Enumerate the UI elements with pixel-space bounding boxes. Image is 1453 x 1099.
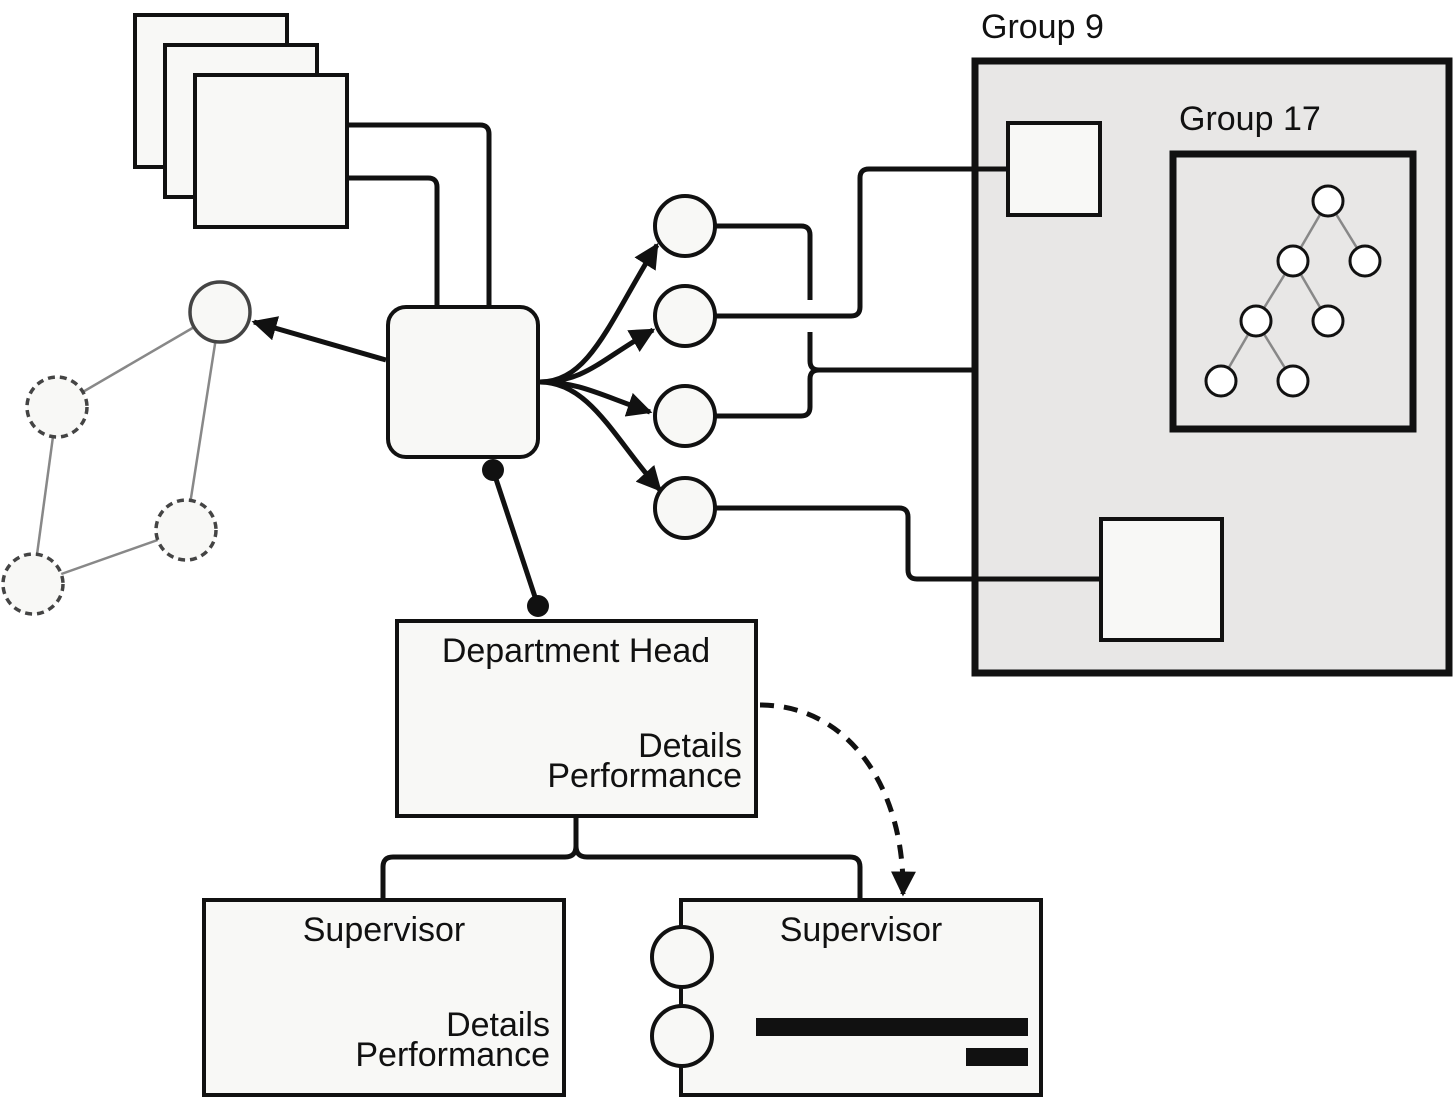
tree-node[interactable] — [1311, 184, 1345, 218]
supervisor-left-title: Supervisor — [303, 911, 466, 949]
tree-node[interactable] — [1239, 304, 1273, 338]
dashed-node[interactable] — [1, 552, 65, 616]
arrow-hub-to-ring — [251, 316, 387, 363]
supervisor-left-card[interactable]: Supervisor Details Performance — [202, 898, 566, 1097]
department-head-card[interactable]: Department Head Details Performance — [395, 619, 758, 818]
supervisor-left-performance: Performance — [355, 1036, 550, 1074]
tree-node[interactable] — [1204, 364, 1238, 398]
supervisor-port-top[interactable] — [650, 925, 714, 989]
fan-node-3[interactable] — [653, 384, 717, 448]
connector-hub-to-head — [490, 469, 541, 607]
supervisor-left-details: Details — [446, 1006, 550, 1044]
wire-node-3-group — [715, 367, 820, 419]
fan-node-4[interactable] — [653, 476, 717, 540]
placeholder-bar-short — [966, 1048, 1028, 1066]
ring-edge — [184, 311, 222, 531]
wire-stack-hub-inner — [347, 175, 440, 308]
department-head-details: Details — [638, 727, 742, 765]
arrow-hub-to-node-4 — [539, 379, 662, 492]
dashed-node[interactable] — [25, 375, 89, 439]
fan-node-1[interactable] — [653, 194, 717, 258]
dashed-arrow-head-to-supervisor — [759, 702, 916, 897]
wire-bus-group-9 — [807, 332, 975, 373]
group-9-label: Group 9 — [981, 8, 1104, 46]
group-9-bottom-node[interactable] — [1099, 517, 1224, 642]
ring-anchor-node[interactable] — [188, 280, 252, 344]
supervisor-port-bottom[interactable] — [650, 1004, 714, 1068]
hub-node[interactable] — [386, 305, 540, 459]
department-head-frame — [395, 619, 758, 818]
connector-end-dot — [527, 595, 549, 617]
document-stack[interactable] — [133, 13, 349, 229]
department-head-performance: Performance — [547, 757, 742, 795]
org-link-right — [573, 845, 863, 900]
supervisor-right-card[interactable]: Supervisor — [650, 898, 1043, 1097]
org-link-left — [380, 818, 579, 900]
peer-ring — [1, 280, 252, 616]
placeholder-bar-long — [756, 1018, 1028, 1036]
arrow-hub-to-node-2 — [539, 327, 656, 385]
department-head-title: Department Head — [442, 632, 710, 670]
dashed-node[interactable] — [154, 498, 218, 562]
connector-end-dot — [482, 459, 504, 481]
group-17-label: Group 17 — [1179, 100, 1321, 138]
group-17[interactable]: Group 17 — [1169, 100, 1417, 433]
supervisor-right-title: Supervisor — [780, 911, 943, 949]
wire-node-2-top-square — [715, 166, 1008, 319]
tree-node[interactable] — [1276, 364, 1310, 398]
tree-node[interactable] — [1348, 244, 1382, 278]
stack-page-front[interactable] — [193, 73, 349, 229]
wire-stack-hub-outer — [347, 122, 492, 308]
group-9-top-node[interactable] — [1006, 121, 1102, 217]
supervisor-left-frame — [202, 898, 566, 1097]
fan-node-2[interactable] — [653, 284, 717, 348]
tree-node[interactable] — [1311, 304, 1345, 338]
tree-node[interactable] — [1276, 244, 1310, 278]
wire-node-1-group — [715, 223, 813, 300]
wire-node-4-bottom-square — [715, 505, 1101, 582]
